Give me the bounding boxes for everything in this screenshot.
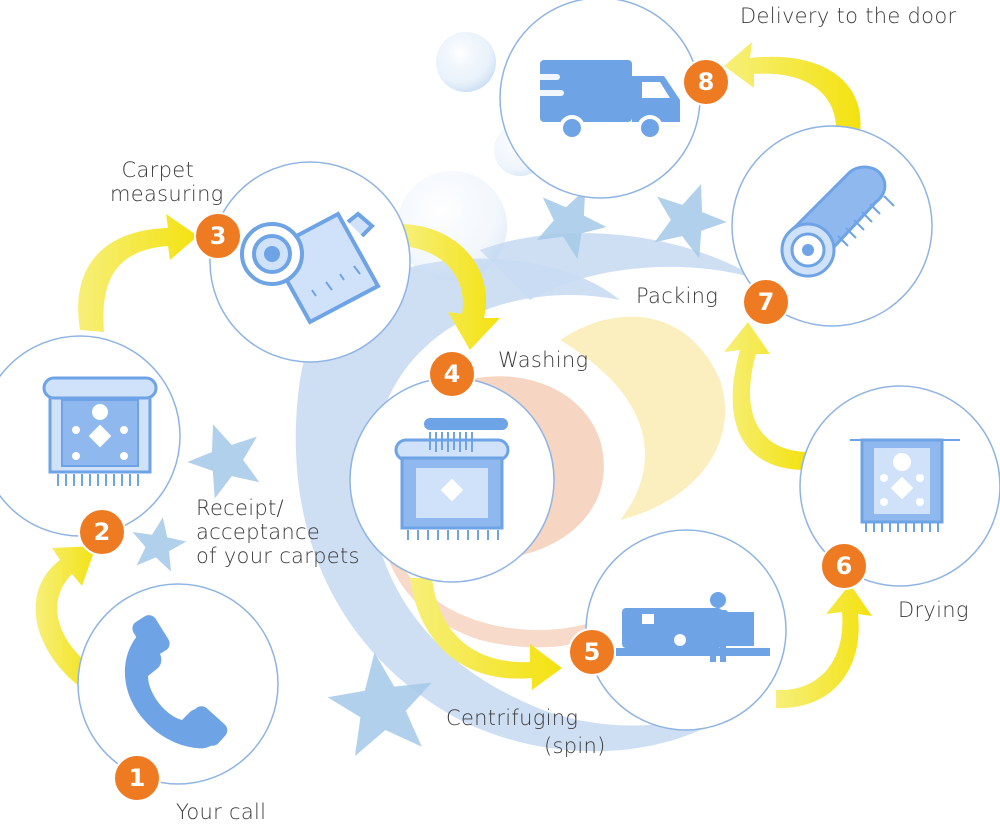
- step-2-label: Receipt/ acceptance of your carpets: [196, 496, 360, 568]
- step-1-label: Your call: [176, 800, 267, 824]
- bubble: [436, 32, 496, 92]
- centrifuge-machine-icon: [616, 592, 770, 662]
- step-2-badge: 2: [78, 508, 126, 556]
- carpet-brush-icon: [394, 418, 510, 540]
- step-4-label: Washing: [498, 348, 589, 372]
- arrow-2-to-3: [78, 214, 198, 332]
- tape-measure-icon: [240, 211, 381, 325]
- step-3-badge: 3: [194, 212, 242, 260]
- blue-swirl: [295, 258, 760, 752]
- arrows: [35, 42, 872, 709]
- step-5-badge: 5: [568, 628, 616, 676]
- arrow-4-to-5: [410, 578, 562, 690]
- step-5-sublabel: (spin): [544, 734, 606, 758]
- arrow-1-to-2: [35, 546, 98, 690]
- rolled-carpet-icon: [42, 376, 158, 486]
- arrow-5-to-6: [776, 584, 872, 709]
- arrow-3-to-4: [402, 224, 500, 350]
- bubble: [397, 171, 507, 281]
- step-7-label: Packing: [636, 284, 719, 308]
- step-4-badge: 4: [428, 350, 476, 398]
- hanging-carpet-icon: [850, 438, 960, 532]
- star: [126, 512, 190, 574]
- star: [178, 411, 272, 504]
- arrow-6-to-7: [724, 322, 806, 470]
- step-7-badge: 7: [742, 278, 790, 326]
- rolled-up-carpet-icon: [780, 165, 895, 278]
- step-1-badge: 1: [113, 754, 161, 802]
- step-3-label: Carpet measuring: [110, 158, 224, 206]
- step-1-circle: [77, 583, 279, 785]
- step-8-badge: 8: [682, 58, 730, 106]
- blue-swirl-top: [480, 233, 760, 300]
- step-5-label: Centrifuging: [446, 706, 579, 730]
- cream-swirl: [560, 316, 726, 520]
- arrow-7-to-8: [724, 42, 861, 132]
- step-8-label: Delivery to the door: [740, 4, 957, 28]
- step-6-badge: 6: [820, 542, 868, 590]
- step-6-label: Drying: [898, 598, 969, 622]
- peach-swirl-lower: [380, 520, 680, 648]
- phone-icon: [124, 615, 228, 749]
- delivery-truck-icon: [520, 60, 680, 141]
